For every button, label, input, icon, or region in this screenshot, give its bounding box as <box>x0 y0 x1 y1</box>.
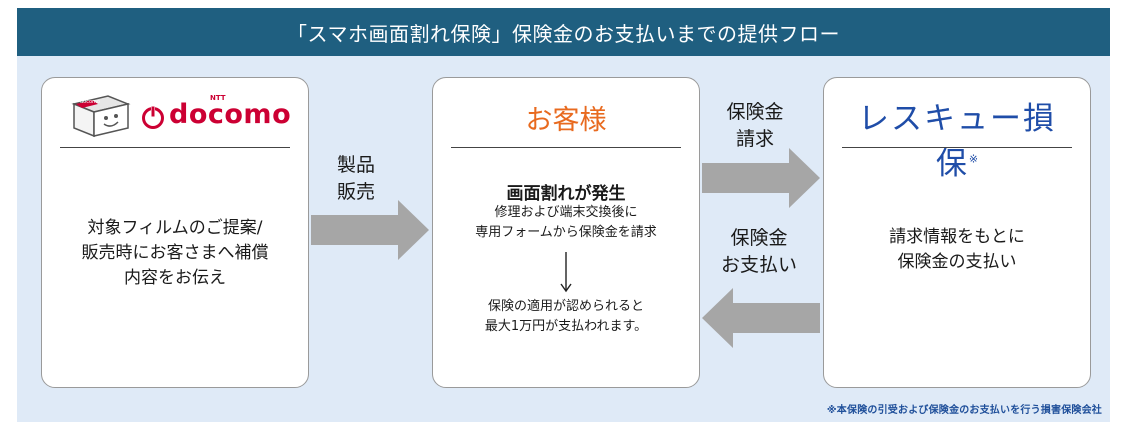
docomo-wordmark: docomo <box>169 99 292 130</box>
claim-arrow <box>702 148 820 208</box>
docomo-description-line: 内容をお伝え <box>124 268 226 288</box>
docomo-description-line: 対象フィルムのご提案/ <box>87 218 263 238</box>
down-arrow-icon <box>560 252 572 293</box>
customer-title: お客様 <box>525 105 607 136</box>
insurer-panel: レスキュー損保※ 請求情報をもとに 保険金の支払い <box>823 77 1091 388</box>
sale-label-line: 販売 <box>336 181 375 203</box>
docomo-shop-box-icon: docomo <box>71 95 131 138</box>
customer-event-detail-line: 修理および端末交換後に <box>494 205 638 220</box>
insurer-description-line: 請求情報をもとに <box>889 227 1025 247</box>
claim-label-line: 請求 <box>735 128 774 150</box>
payment-label-line: お支払い <box>720 254 797 276</box>
insurer-description-line: 保険金の支払い <box>897 252 1017 272</box>
docomo-divider <box>60 147 290 148</box>
customer-event-detail: 修理および端末交換後に 専用フォームから保険金を請求 <box>433 203 699 243</box>
docomo-box-label: docomo <box>80 99 100 105</box>
insurer-footnote-mark: ※ <box>968 152 979 166</box>
diagram-title: 「スマホ画面割れ保険」保険金のお支払いまでの提供フロー <box>17 8 1110 56</box>
payment-arrow <box>702 288 820 348</box>
docomo-panel: docomo NTT docomo 対象フィルムのご提案/ 販売時にお客さまへ補… <box>41 77 309 388</box>
docomo-ntt-label: NTT <box>210 94 226 102</box>
customer-panel: お客様 画面割れが発生 修理および端末交換後に 専用フォームから保険金を請求 保… <box>432 77 700 388</box>
docomo-logo: docomo NTT docomo <box>68 90 298 140</box>
insurer-title: レスキュー損保※ <box>842 93 1072 183</box>
customer-divider <box>451 147 681 148</box>
customer-result: 保険の適用が認められると 最大1万円が支払われます。 <box>433 297 699 337</box>
insurer-description: 請求情報をもとに 保険金の支払い <box>824 225 1090 275</box>
insurer-name: レスキュー損保 <box>858 101 1056 182</box>
customer-event: 画面割れが発生 <box>506 184 626 204</box>
docomo-description-line: 販売時にお客さまへ補償 <box>81 243 269 263</box>
sale-label-line: 製品 <box>336 154 375 176</box>
customer-result-line: 最大1万円が支払われます。 <box>484 319 648 334</box>
customer-event-detail-line: 専用フォームから保険金を請求 <box>475 225 657 240</box>
insurer-divider <box>842 147 1072 148</box>
claim-label: 保険金 請求 <box>710 99 800 153</box>
payment-label-line: 保険金 <box>730 227 788 249</box>
payment-label: 保険金 お支払い <box>714 225 804 279</box>
sale-arrow <box>311 200 429 260</box>
claim-label-line: 保険金 <box>726 101 784 123</box>
sale-label: 製品 販売 <box>325 152 387 206</box>
docomo-mark-icon <box>142 106 164 129</box>
customer-result-line: 保険の適用が認められると <box>487 299 644 314</box>
docomo-description: 対象フィルムのご提案/ 販売時にお客さまへ補償 内容をお伝え <box>42 216 308 291</box>
footnote: ※本保険の引受および保険金のお支払いを行う損害保険会社 <box>826 405 1102 416</box>
